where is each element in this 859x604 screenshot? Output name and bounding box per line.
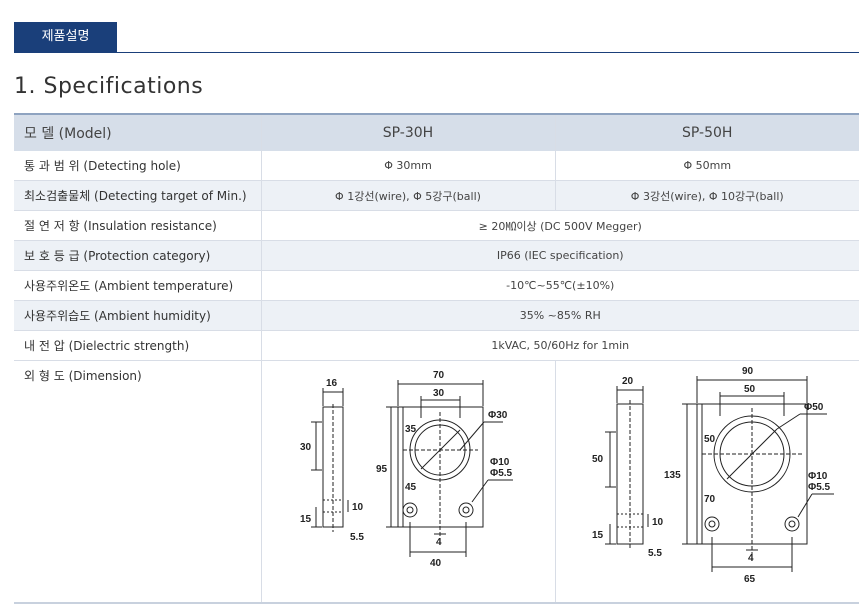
dim30-w55: 5.5	[350, 532, 364, 543]
row-label: 사용주위온도 (Ambient temperature)	[14, 270, 261, 301]
dim50-w65: 65	[744, 574, 756, 585]
dim30-h15: 15	[300, 514, 312, 525]
row-value-common: -10℃~55℃(±10%)	[260, 270, 859, 301]
row-value-common: 35% ~85% RH	[260, 300, 859, 331]
dim30-h45: 45	[405, 482, 417, 493]
dim30-w4: 4	[436, 537, 442, 548]
spec-table: 모 델 (Model) SP-30H SP-50H 통 과 범 위 (Detec…	[14, 113, 859, 604]
dim50-phi55: Φ5.5	[808, 482, 831, 493]
table-row: 사용주위습도 (Ambient humidity) 35% ~85% RH	[14, 300, 859, 331]
header-sp30h: SP-30H	[260, 113, 555, 151]
tab-bar: 제품설명	[0, 0, 859, 53]
dimension-cell-sp30h: 16 70 30 35 95 45 30 15 10 5.5 4 40 Φ30 …	[260, 360, 555, 604]
dim50-phi10: Φ10	[808, 471, 828, 482]
dim50-hs50: 50	[592, 454, 604, 465]
dim50-w4: 4	[748, 553, 754, 564]
dim30-w40: 40	[430, 558, 442, 569]
dim50-w55: 5.5	[648, 548, 662, 559]
dimension-row: 외 형 도 (Dimension)	[14, 360, 859, 604]
dim50-w50: 50	[744, 384, 756, 395]
tab-underline	[14, 52, 859, 53]
sp50h-dimension-drawing: 20 90 50 50 135 70 50 15 10 5.5 4 65 Φ50…	[592, 366, 835, 585]
table-row: 최소검출물체 (Detecting target of Min.) Φ 1강선(…	[14, 180, 859, 211]
dim50-phi50: Φ50	[804, 402, 824, 413]
row-label: 내 전 압 (Dielectric strength)	[14, 330, 261, 361]
row-label: 사용주위습도 (Ambient humidity)	[14, 300, 261, 331]
dim30-phi10: Φ10	[490, 457, 510, 468]
tab-product-description[interactable]: 제품설명	[14, 22, 117, 52]
row-value-common: ≥ 20㏁이상 (DC 500V Megger)	[260, 210, 859, 241]
dim50-h135: 135	[664, 470, 681, 481]
dim30-h95: 95	[376, 464, 388, 475]
row-value-sp50h: Φ 50mm	[554, 151, 859, 181]
table-row: 내 전 압 (Dielectric strength) 1kVAC, 50/60…	[14, 330, 859, 361]
dim50-w20: 20	[622, 376, 634, 387]
row-value-sp50h: Φ 3강선(wire), Φ 10강구(ball)	[554, 180, 859, 211]
dim30-w70: 70	[433, 370, 445, 381]
row-value-common: 1kVAC, 50/60Hz for 1min	[260, 330, 859, 361]
row-value-sp30h: Φ 1강선(wire), Φ 5강구(ball)	[260, 180, 555, 211]
dim50-w90: 90	[742, 366, 754, 377]
sp30h-dimension-drawing: 16 70 30 35 95 45 30 15 10 5.5 4 40 Φ30 …	[300, 370, 513, 569]
dim30-h30: 30	[300, 442, 312, 453]
table-row: 통 과 범 위 (Detecting hole) Φ 30mm Φ 50mm	[14, 151, 859, 181]
row-value-sp30h: Φ 30mm	[260, 151, 555, 181]
table-row: 보 호 등 급 (Protection category) IP66 (IEC …	[14, 240, 859, 271]
dim30-h35: 35	[405, 424, 417, 435]
dimension-cell-sp50h: 20 90 50 50 135 70 50 15 10 5.5 4 65 Φ50…	[554, 360, 859, 604]
dimension-label: 외 형 도 (Dimension)	[14, 360, 261, 604]
dim50-h10: 10	[652, 517, 664, 528]
row-label: 보 호 등 급 (Protection category)	[14, 240, 261, 271]
table-row: 사용주위온도 (Ambient temperature) -10℃~55℃(±1…	[14, 270, 859, 301]
header-model-label: 모 델 (Model)	[14, 113, 261, 151]
table-row: 절 연 저 항 (Insulation resistance) ≥ 20㏁이상 …	[14, 210, 859, 241]
dim50-h50: 50	[704, 434, 716, 445]
row-label: 통 과 범 위 (Detecting hole)	[14, 151, 261, 181]
row-label: 최소검출물체 (Detecting target of Min.)	[14, 180, 261, 211]
dim50-h15: 15	[592, 530, 604, 541]
dim50-h70: 70	[704, 494, 716, 505]
dim30-phi55: Φ5.5	[490, 468, 513, 479]
dim30-w16: 16	[326, 378, 338, 389]
section-title: 1. Specifications	[14, 74, 204, 99]
row-label: 절 연 저 항 (Insulation resistance)	[14, 210, 261, 241]
header-sp50h: SP-50H	[554, 113, 859, 151]
row-value-common: IP66 (IEC specification)	[260, 240, 859, 271]
dim30-w30: 30	[433, 388, 445, 399]
dim30-phi30: Φ30	[488, 410, 508, 421]
table-header-row: 모 델 (Model) SP-30H SP-50H	[14, 113, 859, 151]
dim30-h10: 10	[352, 502, 364, 513]
